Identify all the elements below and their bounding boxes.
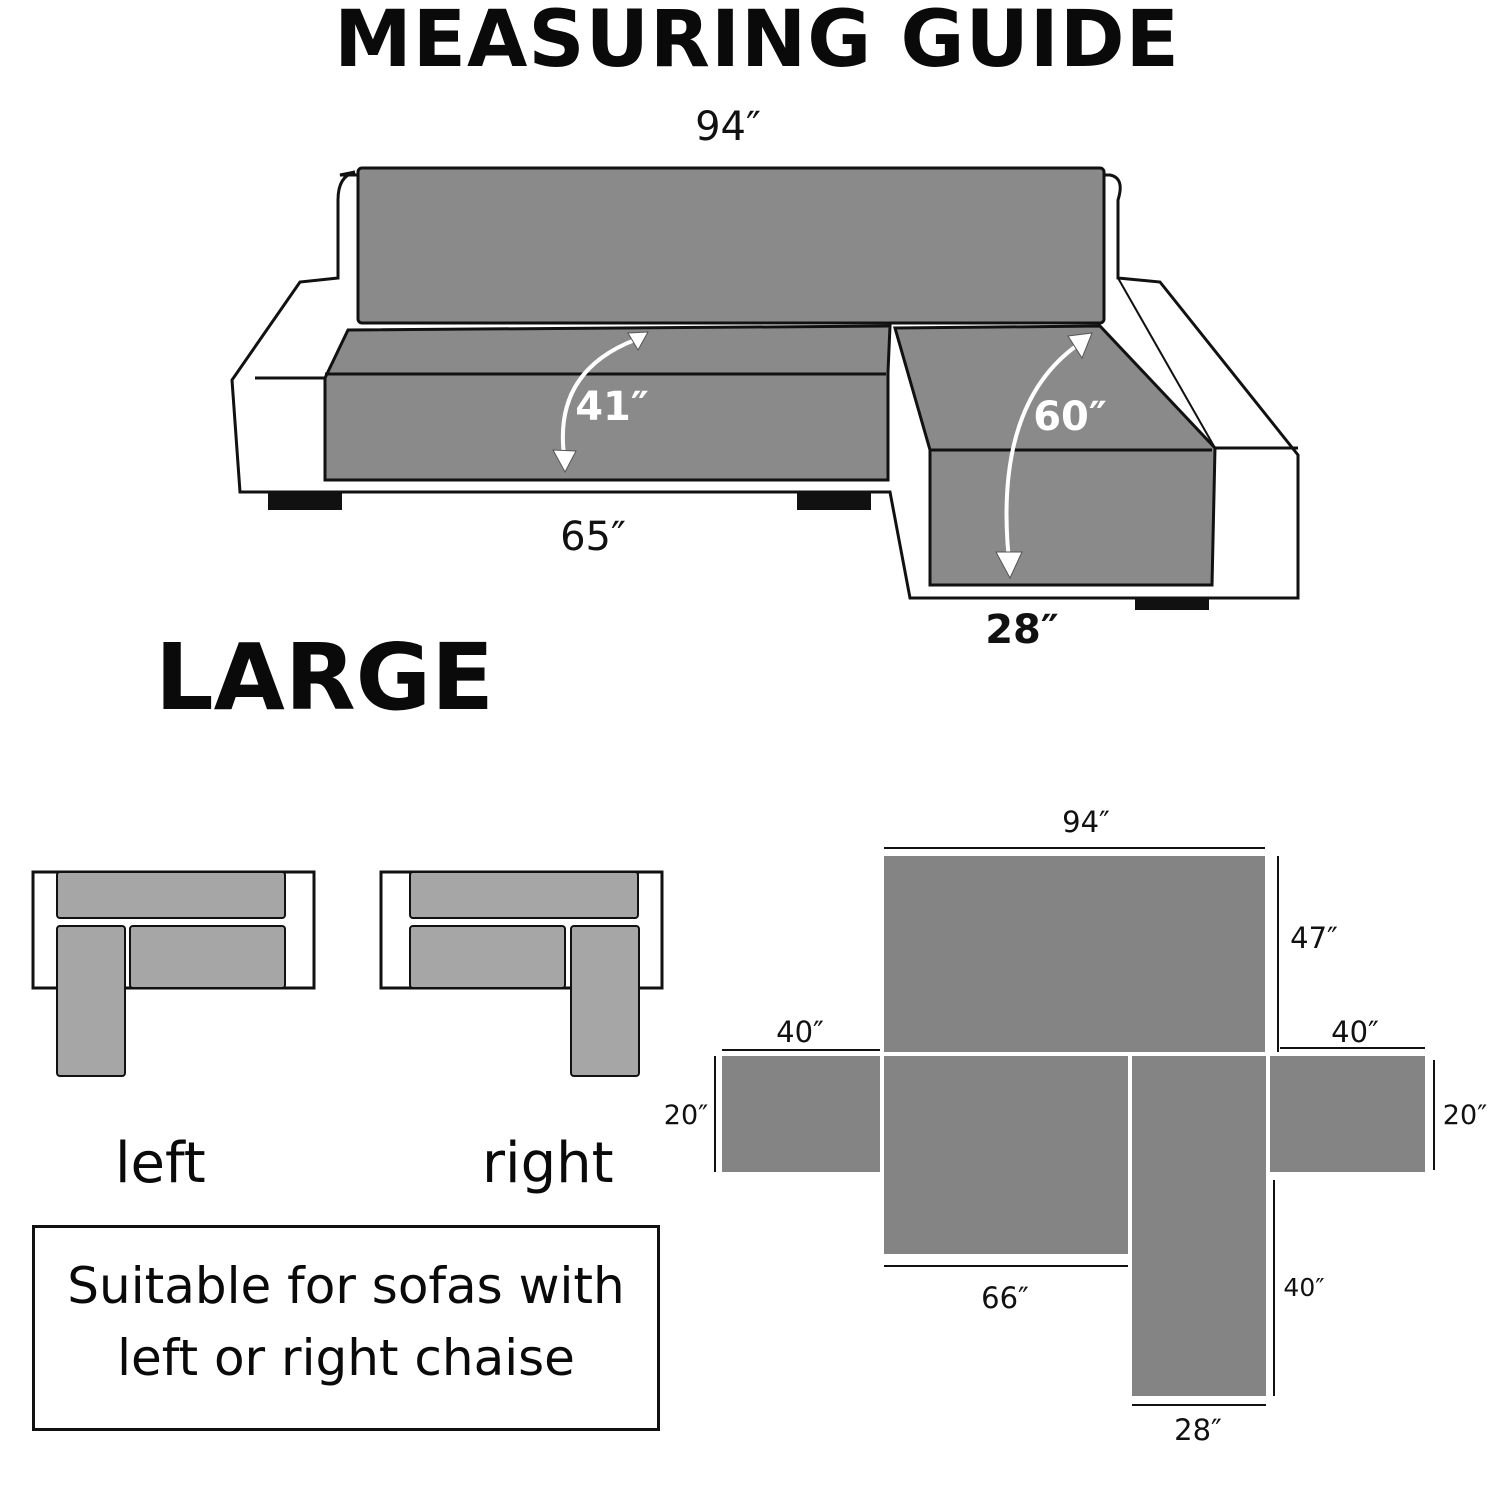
sofa-leg-left xyxy=(268,492,342,510)
chaise-depth-arrow xyxy=(1004,338,1087,571)
right-variant-label: right xyxy=(482,1131,614,1196)
left-variant-label: left xyxy=(115,1131,206,1196)
back-panel xyxy=(884,856,1265,1052)
note-line-1: Suitable for sofas with xyxy=(67,1257,625,1315)
sofa-back-width-label: 94″ xyxy=(695,104,761,150)
flat-right-arm-width-label: 40″ xyxy=(1331,1015,1379,1049)
left-arm-panel xyxy=(722,1056,880,1172)
left-chaise-icon xyxy=(31,870,316,1077)
back-cushion-cover xyxy=(356,166,1106,325)
seat-panel xyxy=(884,1056,1128,1254)
chaise-panel xyxy=(1132,1056,1266,1396)
note-line-2: left or right chaise xyxy=(117,1329,575,1387)
seat-depth-arrowhead-bottom xyxy=(552,449,577,474)
seat-width-label: 65″ xyxy=(560,514,626,560)
right-chaise-icon xyxy=(379,870,664,1077)
chaise-depth-arrowhead-top xyxy=(1067,332,1093,360)
sofa-leg-middle xyxy=(797,492,871,510)
chaise-depth-arrowhead-bottom xyxy=(995,551,1023,580)
sofa-leg-right xyxy=(1135,598,1209,610)
flat-seat-width-label: 66″ xyxy=(981,1281,1029,1315)
flat-left-arm-width-label: 40″ xyxy=(776,1015,824,1049)
seat-depth-arrowhead-top xyxy=(627,331,649,352)
size-label: LARGE xyxy=(155,624,495,731)
flat-chaise-width-label: 28″ xyxy=(1174,1413,1222,1447)
seat-depth-arrow xyxy=(560,336,641,463)
compatibility-note: Suitable for sofas with left or right ch… xyxy=(32,1225,660,1431)
seat-cover xyxy=(323,324,892,482)
chaise-width-label: 28″ xyxy=(985,607,1059,653)
flat-chaise-length-label: 40″ xyxy=(1283,1273,1324,1302)
flat-top-width-label: 94″ xyxy=(1062,805,1110,839)
right-arm-panel xyxy=(1270,1056,1425,1172)
right-arm-inner xyxy=(1117,277,1216,449)
page-title: MEASURING GUIDE xyxy=(334,0,1180,85)
flat-right-arm-height-label: 20″ xyxy=(1443,1100,1487,1131)
flat-top-height-label: 47″ xyxy=(1290,921,1338,955)
flat-left-arm-height-label: 20″ xyxy=(664,1100,708,1131)
chaise-depth-label: 60″ xyxy=(1033,394,1107,440)
seat-depth-label: 41″ xyxy=(575,384,649,430)
